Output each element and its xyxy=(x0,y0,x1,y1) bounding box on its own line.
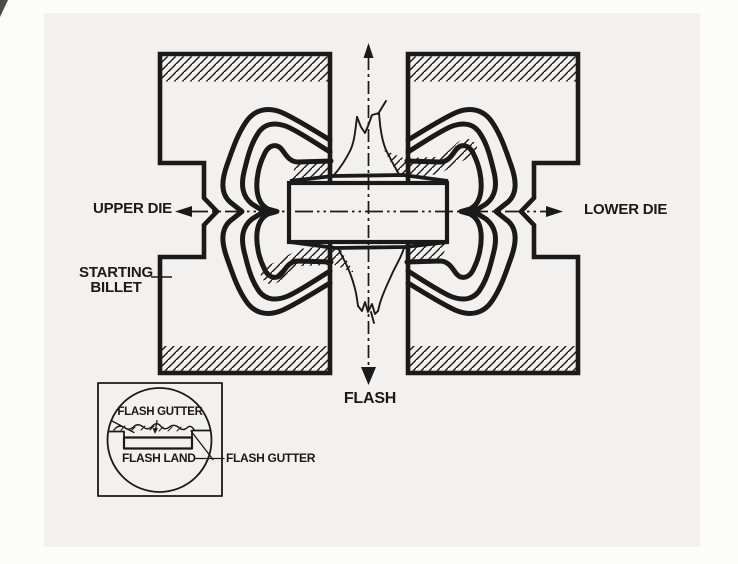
lower-die-block xyxy=(405,51,581,376)
hatch-band xyxy=(410,346,576,371)
flash-land-lines xyxy=(289,173,449,250)
flash-bottom xyxy=(338,247,405,324)
hatch-band xyxy=(162,56,328,82)
hatch-band xyxy=(162,346,328,371)
hatch-band xyxy=(410,56,576,82)
starting-billet-label-line2: BILLET xyxy=(90,278,142,296)
left-arrow-icon xyxy=(175,206,192,217)
upper-die-block xyxy=(157,51,333,376)
upper-die-label: UPPER DIE xyxy=(92,200,172,217)
inset-flash-gutter-top-label: FLASH GUTTER xyxy=(117,406,203,418)
inset-leader-diagonal xyxy=(190,430,214,461)
right-arrow-icon xyxy=(546,206,563,217)
inset-leader-left xyxy=(111,420,135,434)
inset-flash-ticks xyxy=(120,425,189,432)
inset-box xyxy=(97,382,223,497)
up-arrow-icon xyxy=(363,43,374,58)
inset-flash-land-label: FLASH LAND xyxy=(122,451,196,465)
inset-flash-land-block xyxy=(122,436,194,450)
down-arrow-icon xyxy=(361,367,376,385)
starting-billet-label: STARTING BILLET xyxy=(74,264,158,296)
scan-artifact xyxy=(0,0,8,17)
flash-top xyxy=(333,100,400,176)
starting-billet-label-line1: STARTING xyxy=(79,264,153,281)
flash-land-inset xyxy=(97,382,225,497)
inset-circle xyxy=(106,387,213,493)
flash-label: FLASH xyxy=(343,390,397,407)
lower-die-label: LOWER DIE xyxy=(584,201,668,218)
horizontal-centerline xyxy=(175,206,563,217)
paper-background xyxy=(44,13,700,547)
inset-flash-gutter-right-label: FLASH GUTTER xyxy=(226,451,316,465)
inset-arrow-icon xyxy=(152,428,158,434)
